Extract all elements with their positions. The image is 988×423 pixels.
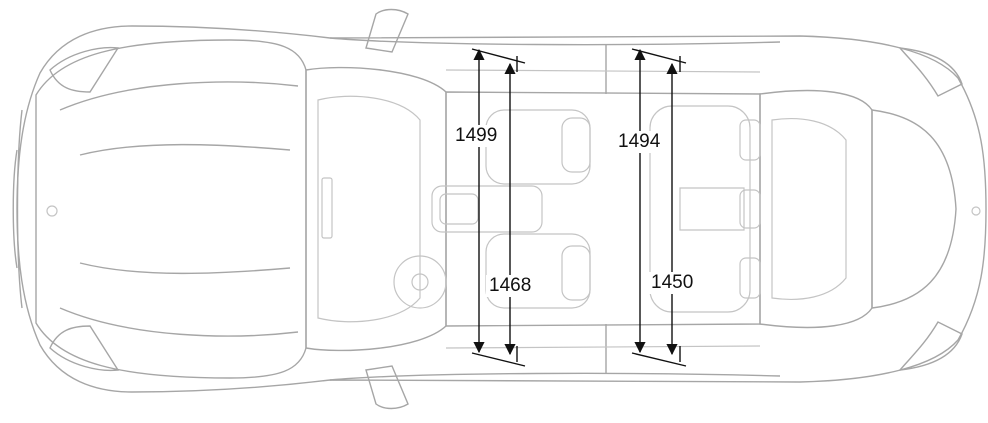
rear-headrest-left bbox=[739, 119, 761, 161]
front-shoulder-ext-bottom bbox=[471, 352, 526, 367]
rear-headrest-center bbox=[739, 189, 761, 229]
front-elbow-label: 1468 bbox=[486, 275, 535, 297]
rear-armrest bbox=[679, 187, 745, 231]
front-seat-left bbox=[485, 109, 591, 185]
trunk-outline bbox=[871, 109, 957, 309]
rear-bench bbox=[649, 105, 751, 313]
door-line-top bbox=[329, 37, 781, 46]
headrest-right bbox=[561, 245, 591, 301]
rear-shoulder-ext-bottom bbox=[631, 352, 687, 367]
rear-shoulder-dimension bbox=[631, 48, 687, 367]
mirror-bottom bbox=[365, 365, 409, 410]
steering-hub bbox=[411, 273, 429, 291]
front-elbow-dimension bbox=[504, 56, 518, 362]
hood-line-bottom bbox=[59, 307, 299, 337]
door-line-bottom bbox=[329, 372, 781, 381]
car-body bbox=[12, 8, 987, 410]
front-shoulder-dimension bbox=[471, 48, 526, 367]
rear-elbow-dimension bbox=[666, 56, 681, 362]
headlight-bottom bbox=[49, 325, 120, 372]
body-outline bbox=[16, 25, 987, 393]
headrest-left bbox=[561, 117, 591, 173]
car-interior bbox=[46, 69, 981, 349]
dimension-lines bbox=[471, 48, 687, 367]
front-emblem bbox=[46, 205, 58, 217]
hood-crease-bottom bbox=[79, 262, 291, 275]
dashboard bbox=[317, 95, 421, 323]
rear-emblem bbox=[971, 206, 981, 216]
steering-wheel bbox=[393, 255, 447, 309]
hood-crease-top bbox=[79, 143, 291, 156]
rear-elbow-label: 1450 bbox=[648, 272, 697, 294]
rear-shoulder-label: 1494 bbox=[615, 131, 664, 153]
front-bumper bbox=[12, 149, 18, 269]
door-panel-bottom bbox=[445, 345, 761, 349]
taillight-top bbox=[898, 47, 963, 97]
rear-window bbox=[759, 89, 873, 329]
center-console bbox=[431, 185, 543, 233]
front-shoulder-ext-top bbox=[471, 48, 526, 64]
rear-shelf bbox=[771, 118, 847, 300]
rear-shoulder-ext-top bbox=[631, 48, 687, 64]
front-shoulder-label: 1499 bbox=[452, 125, 501, 147]
hood-line-top bbox=[59, 81, 299, 111]
vent-left bbox=[321, 177, 333, 239]
door-panel-top bbox=[445, 69, 761, 73]
mirror-top bbox=[365, 8, 409, 53]
taillight-bottom bbox=[898, 321, 963, 371]
rear-headrest-right bbox=[739, 257, 761, 299]
headlight-top bbox=[49, 46, 120, 93]
front-grille bbox=[16, 109, 23, 309]
